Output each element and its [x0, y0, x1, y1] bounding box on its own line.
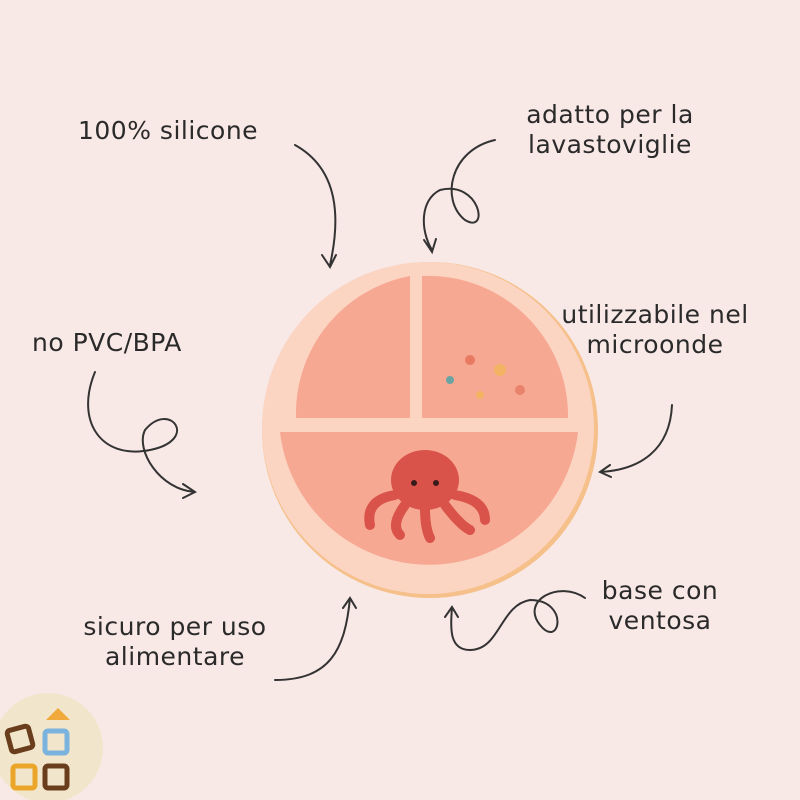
label-line: sicuro per uso [83, 612, 267, 641]
label-line: lavastoviglie [528, 130, 692, 159]
label-food-safe: sicuro per uso alimentare [50, 612, 300, 672]
label-line: microonde [586, 330, 724, 359]
label-line: adatto per la [526, 100, 694, 129]
label-microwave: utilizzabile nel microonde [550, 300, 760, 360]
label-suction-base: base con ventosa [575, 576, 745, 636]
plate [262, 262, 598, 598]
label-line: utilizzabile nel [561, 300, 749, 329]
label-no-pvc: no PVC/BPA [32, 328, 182, 357]
label-dishwasher: adatto per la lavastoviglie [490, 100, 730, 160]
label-line: base con [601, 576, 719, 605]
brand-logo [0, 693, 103, 800]
octopus-illustration [364, 450, 490, 543]
arrows [87, 139, 673, 681]
label-line: ventosa [608, 606, 712, 635]
label-silicone: 100% silicone [78, 116, 259, 145]
label-line: alimentare [104, 642, 246, 671]
